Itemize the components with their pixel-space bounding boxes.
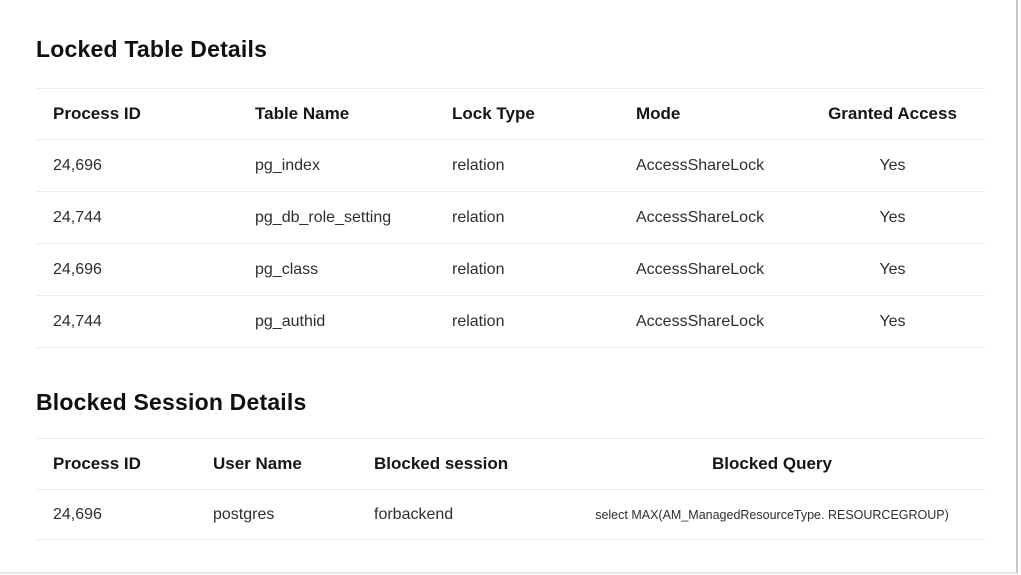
- cell-granted-access: Yes: [800, 191, 985, 244]
- cell-granted-access: Yes: [800, 295, 985, 348]
- section-title-blocked-session-details: Blocked Session Details: [36, 389, 307, 415]
- cell-mode: AccessShareLock: [619, 295, 800, 348]
- blocked-session-table: Process ID User Name Blocked session Blo…: [36, 438, 985, 540]
- column-header-blocked-query: Blocked Query: [559, 438, 985, 490]
- column-header-process-id: Process ID: [36, 438, 196, 490]
- cell-user-name: postgres: [196, 489, 357, 540]
- cell-blocked-session: forbackend: [357, 489, 559, 540]
- cell-granted-access: Yes: [800, 243, 985, 296]
- cell-mode: AccessShareLock: [619, 139, 800, 192]
- cell-process-id: 24,696: [36, 139, 238, 192]
- cell-process-id: 24,696: [36, 243, 238, 296]
- report-page: Locked Table Details Process ID Table Na…: [36, 36, 985, 540]
- cell-table-name: pg_class: [238, 243, 435, 296]
- table-row: 24,696 pg_class relation AccessShareLock…: [36, 243, 985, 296]
- cell-process-id: 24,744: [36, 191, 238, 244]
- table-row: 24,744 pg_authid relation AccessShareLoc…: [36, 295, 985, 348]
- cell-lock-type: relation: [435, 139, 619, 192]
- cell-process-id: 24,696: [36, 489, 196, 540]
- cell-lock-type: relation: [435, 243, 619, 296]
- cell-table-name: pg_index: [238, 139, 435, 192]
- table-row: 24,744 pg_db_role_setting relation Acces…: [36, 191, 985, 244]
- cell-granted-access: Yes: [800, 139, 985, 192]
- column-header-granted-access: Granted Access: [800, 88, 985, 140]
- column-header-process-id: Process ID: [36, 88, 238, 140]
- table-row: 24,696 postgres forbackend select MAX(AM…: [36, 489, 985, 540]
- section-title-locked-table-details: Locked Table Details: [36, 36, 268, 62]
- column-header-blocked-session: Blocked session: [357, 438, 559, 490]
- locked-table-header-row: Process ID Table Name Lock Type Mode Gra…: [36, 88, 985, 140]
- blocked-session-header-row: Process ID User Name Blocked session Blo…: [36, 438, 985, 490]
- column-header-lock-type: Lock Type: [435, 88, 619, 140]
- locked-table-section: Locked Table Details Process ID Table Na…: [36, 36, 985, 348]
- cell-lock-type: relation: [435, 295, 619, 348]
- column-header-table-name: Table Name: [238, 88, 435, 140]
- cell-blocked-query: select MAX(AM_ManagedResourceType. RESOU…: [559, 489, 985, 540]
- cell-lock-type: relation: [435, 191, 619, 244]
- cell-mode: AccessShareLock: [619, 243, 800, 296]
- locked-table: Process ID Table Name Lock Type Mode Gra…: [36, 88, 985, 348]
- table-row: 24,696 pg_index relation AccessShareLock…: [36, 139, 985, 192]
- column-header-mode: Mode: [619, 88, 800, 140]
- cell-mode: AccessShareLock: [619, 191, 800, 244]
- cell-table-name: pg_authid: [238, 295, 435, 348]
- column-header-user-name: User Name: [196, 438, 357, 490]
- cell-table-name: pg_db_role_setting: [238, 191, 435, 244]
- cell-process-id: 24,744: [36, 295, 238, 348]
- blocked-session-section: Blocked Session Details Process ID User …: [36, 389, 985, 540]
